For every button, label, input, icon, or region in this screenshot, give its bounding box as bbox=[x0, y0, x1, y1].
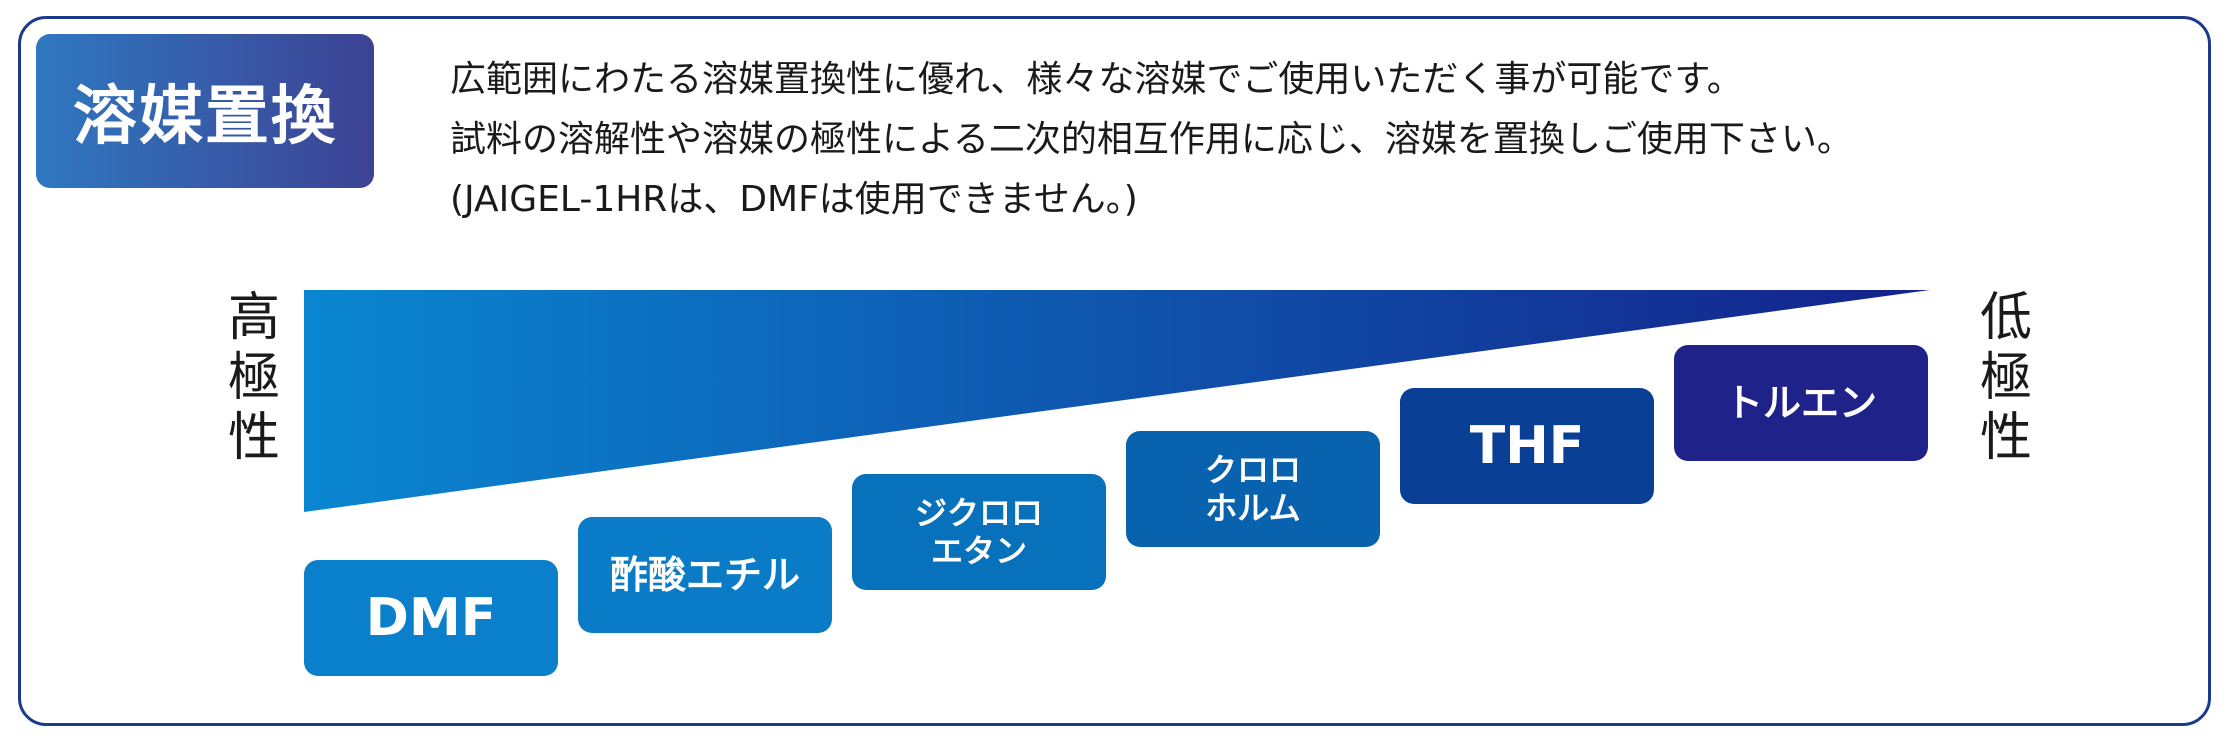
low-polarity-label: 低 極 性 bbox=[1976, 288, 2036, 468]
high-polarity-char: 極 bbox=[227, 348, 280, 408]
high-polarity-label: 高 極 性 bbox=[224, 288, 284, 468]
solvent-box: 酢酸エチル bbox=[578, 517, 832, 633]
title-badge: 溶媒置換 bbox=[36, 34, 374, 188]
solvent-box: ジクロロ エタン bbox=[852, 474, 1106, 590]
solvent-label: クロロ ホルム bbox=[1204, 451, 1301, 527]
low-polarity-char: 極 bbox=[1979, 348, 2032, 408]
solvent-label: THF bbox=[1469, 416, 1585, 476]
description: 広範囲にわたる溶媒置換性に優れ、様々な溶媒でご使用いただく事が可能です。 試料の… bbox=[450, 50, 2100, 230]
high-polarity-char: 高 bbox=[227, 288, 280, 348]
page-title: 溶媒置換 bbox=[73, 80, 337, 154]
solvent-label: DMF bbox=[365, 588, 497, 648]
low-polarity-char: 低 bbox=[1979, 288, 2032, 348]
low-polarity-char: 性 bbox=[1979, 408, 2032, 468]
description-line: (JAIGEL-1HRは、DMFは使用できません。) bbox=[450, 179, 1138, 220]
solvent-box: DMF bbox=[304, 560, 558, 676]
solvent-label: 酢酸エチル bbox=[609, 553, 800, 597]
high-polarity-char: 性 bbox=[227, 408, 280, 468]
solvent-label: ジクロロ エタン bbox=[914, 494, 1043, 570]
description-line: 試料の溶解性や溶媒の極性による二次的相互作用に応じ、溶媒を置換しご使用下さい。 bbox=[450, 119, 1853, 160]
solvent-box: クロロ ホルム bbox=[1126, 431, 1380, 547]
solvent-box: THF bbox=[1400, 388, 1654, 504]
solvent-box: トルエン bbox=[1674, 345, 1928, 461]
description-line: 広範囲にわたる溶媒置換性に優れ、様々な溶媒でご使用いただく事が可能です。 bbox=[450, 59, 1743, 100]
solvent-label: トルエン bbox=[1724, 381, 1877, 425]
